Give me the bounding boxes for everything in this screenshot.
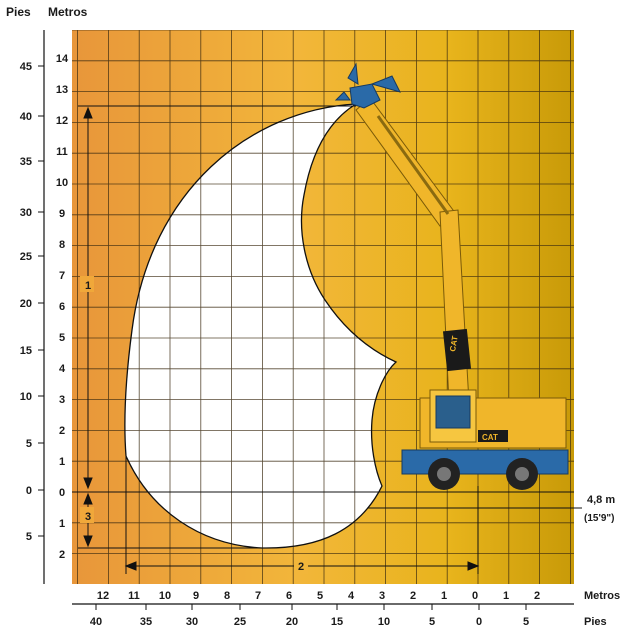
- bottom-meters-tick-label: 1: [503, 590, 509, 602]
- left-meters-tick-label: 5: [59, 332, 65, 344]
- bottom-feet-axis: 40 35 30 25 20 15 10 5 0 5: [90, 604, 529, 628]
- left-meters-tick-label: 11: [56, 146, 68, 158]
- left-feet-tick-label: 35: [20, 156, 32, 168]
- depth-value-label: 4,8 m: [587, 494, 615, 506]
- bottom-meters-tick-label: 0: [472, 590, 478, 602]
- dimension-2-label: 2: [298, 561, 304, 573]
- left-meters-tick-label: 0: [59, 487, 65, 499]
- bottom-meters-tick-label: 11: [128, 590, 140, 602]
- left-meters-tick-label: 6: [59, 301, 65, 313]
- bottom-meters-tick-label: 10: [159, 590, 171, 602]
- bottom-feet-tick-label: 5: [429, 616, 435, 628]
- bottom-meters-tick-label: 4: [348, 590, 355, 602]
- bottom-feet-tick-label: 40: [90, 616, 102, 628]
- left-feet-tick-label: 15: [20, 345, 32, 357]
- left-meters-tick-label: 1: [59, 518, 65, 530]
- envelope-outline: [124, 103, 398, 549]
- left-feet-tick-label: 20: [20, 298, 32, 310]
- depth-imperial-label: (15'9"): [584, 513, 614, 524]
- bottom-feet-tick-label: 30: [186, 616, 198, 628]
- excavator-illustration: CAT CAT: [334, 62, 569, 490]
- left-meters-tick-label: 2: [59, 549, 65, 561]
- bottom-meters-tick-label: 1: [441, 590, 447, 602]
- meters-axis-header: Metros: [48, 5, 88, 19]
- left-feet-tick-label: 0: [26, 485, 32, 497]
- left-meters-tick-label: 13: [56, 84, 68, 96]
- left-meters-tick-label: 10: [56, 177, 68, 189]
- left-meters-tick-label: 1: [59, 456, 65, 468]
- left-meters-tick-label: 4: [59, 363, 66, 375]
- bottom-feet-label: Pies: [584, 616, 607, 628]
- feet-axis-header: Pies: [6, 5, 31, 19]
- bottom-meters-tick-label: 7: [255, 590, 261, 602]
- bottom-feet-tick-label: 35: [140, 616, 152, 628]
- dimension-3-label: 3: [85, 511, 91, 523]
- left-feet-tick-label: 5: [26, 531, 32, 543]
- bottom-meters-tick-label: 2: [410, 590, 416, 602]
- left-feet-tick-label: 25: [20, 251, 32, 263]
- bottom-meters-tick-label: 9: [193, 590, 199, 602]
- bottom-feet-tick-label: 15: [331, 616, 343, 628]
- dimension-1-label: 1: [85, 280, 91, 292]
- left-meters-tick-label: 2: [59, 425, 65, 437]
- bottom-feet-tick-label: 0: [476, 616, 482, 628]
- left-meters-tick-label: 14: [56, 53, 69, 65]
- left-feet-tick-label: 45: [20, 61, 32, 73]
- left-meters-tick-label: 7: [59, 270, 65, 282]
- left-feet-tick-label: 40: [20, 111, 32, 123]
- dimension-lines: [78, 105, 582, 574]
- left-meters-tick-label: 9: [59, 208, 65, 220]
- bottom-meters-label: Metros: [584, 590, 620, 602]
- bottom-meters-tick-label: 5: [317, 590, 323, 602]
- bottom-meters-tick-label: 6: [286, 590, 292, 602]
- bottom-feet-tick-label: 25: [234, 616, 246, 628]
- left-feet-tick-label: 30: [20, 207, 32, 219]
- bottom-meters-tick-label: 12: [97, 590, 109, 602]
- bottom-meters-tick-label: 8: [224, 590, 230, 602]
- bottom-meters-tick-label: 3: [379, 590, 385, 602]
- left-feet-ticks: 45 40 35 30 25 20 15 10 5 0 5: [20, 61, 44, 543]
- left-meters-tick-label: 12: [56, 115, 68, 127]
- left-meters-tick-label: 8: [59, 239, 65, 251]
- left-feet-tick-label: 5: [26, 438, 32, 450]
- bottom-feet-tick-label: 10: [378, 616, 390, 628]
- svg-text:CAT: CAT: [482, 433, 498, 442]
- left-feet-tick-label: 10: [20, 391, 32, 403]
- left-meters-tick-label: 3: [59, 394, 65, 406]
- bottom-meters-tick-label: 2: [534, 590, 540, 602]
- bottom-feet-tick-label: 20: [286, 616, 298, 628]
- bottom-feet-tick-label: 5: [523, 616, 529, 628]
- svg-text:CAT: CAT: [448, 335, 460, 352]
